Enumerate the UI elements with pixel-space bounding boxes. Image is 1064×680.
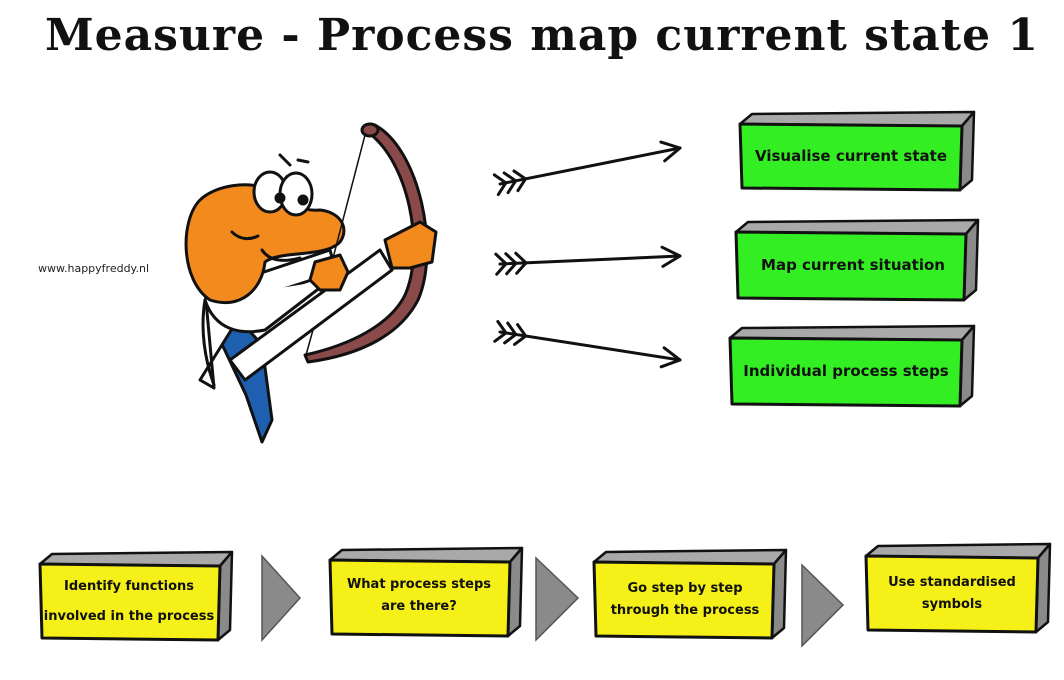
step-boxes: [38, 542, 1052, 648]
goal-box-1-front: [738, 122, 964, 192]
watermark-url: www.happyfreddy.nl: [38, 262, 150, 275]
goal-box-3-front: [728, 336, 964, 408]
goal-box-1: [738, 110, 976, 192]
step-2-line-2: are there?: [381, 599, 457, 614]
arrow-fletch-3-3: [513, 323, 528, 346]
step-box-3-front: [592, 560, 776, 640]
goal-label-map: Map current situation: [761, 256, 945, 274]
arrow-fletch-1-3: [512, 169, 527, 193]
arrow-icon-1: [492, 140, 682, 197]
arrow-head-2: [660, 245, 682, 268]
page-title: Measure - Process map current state 1: [44, 10, 1040, 61]
arrow-head-1: [659, 140, 682, 163]
step-box-4-front: [864, 554, 1040, 634]
arrow-fletch-1-1: [492, 173, 508, 197]
step-box-2-front: [328, 558, 512, 638]
chevron-icon-2: [535, 556, 580, 642]
arrow-fletch-2-2: [504, 252, 518, 276]
arrow-icon-2: [494, 245, 682, 276]
archer-body: [203, 278, 332, 334]
goal-box-3: [728, 324, 976, 408]
step-4-line-2: symbols: [921, 597, 983, 612]
step-1-line-2: involved in the process: [43, 609, 215, 624]
step-3-line-1: Go step by step: [627, 581, 743, 596]
step-label-use: Use standardised symbols: [866, 562, 1038, 626]
archer-illustration: [184, 122, 438, 444]
goal-box-2-front: [734, 230, 968, 302]
step-3-line-2: through the process: [610, 603, 760, 618]
chevron-icon-1: [261, 554, 302, 642]
step-label-go: Go step by step through the process: [596, 568, 774, 632]
arrows-group: [492, 140, 682, 369]
arrow-head-3: [659, 346, 682, 369]
goal-boxes: [728, 110, 980, 408]
arrow-fletch-2-1: [494, 252, 508, 276]
step-label-identify: Identify functions involved in the proce…: [40, 570, 218, 634]
archer-eye-right: [278, 171, 314, 217]
step-2-line-1: What process steps: [346, 577, 492, 592]
step-box-1-front: [38, 562, 222, 642]
arrow-icon-3: [493, 319, 682, 369]
arrow-shaft-2: [498, 254, 682, 266]
archer-front-hand: [383, 220, 438, 270]
step-box-1: [38, 550, 234, 642]
step-1-line-1: Identify functions: [63, 579, 194, 594]
step-box-4: [864, 542, 1052, 634]
arrow-shaft-3: [498, 330, 682, 362]
step-box-3: [592, 548, 788, 640]
chevron-icon-3: [801, 563, 845, 648]
arrow-fletch-3-1: [493, 319, 508, 343]
step-4-line-1: Use standardised: [888, 575, 1016, 590]
goal-box-2: [734, 218, 980, 302]
goal-label-individual: Individual process steps: [743, 362, 949, 380]
goal-label-visualise: Visualise current state: [755, 147, 947, 165]
archer-back-hand: [308, 253, 350, 292]
arrow-fletch-1-2: [502, 171, 518, 195]
arrow-fletch-3-2: [503, 321, 518, 345]
arrow-shaft-1: [498, 146, 682, 186]
step-box-2: [328, 546, 524, 638]
step-label-what: What process steps are there?: [330, 564, 508, 628]
arrow-fletch-2-3: [514, 251, 528, 275]
